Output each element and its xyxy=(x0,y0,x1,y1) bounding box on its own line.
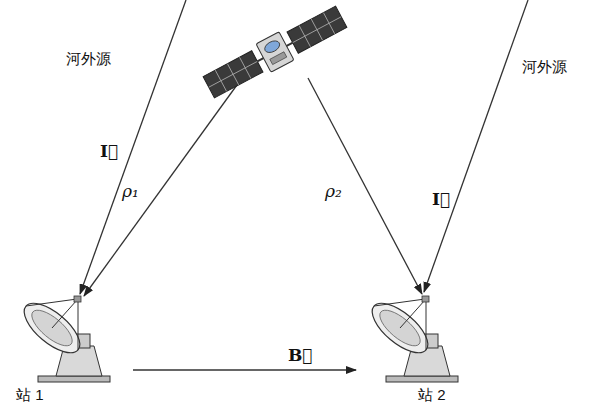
antenna-feed xyxy=(422,296,429,302)
vector-label: I⃗ xyxy=(432,188,450,210)
source-ray xyxy=(424,0,528,292)
antenna-dish xyxy=(16,295,87,362)
station-node: 站 1 xyxy=(8,290,133,404)
range-label: ρ₁ xyxy=(122,180,139,202)
antenna-strut xyxy=(26,299,77,306)
range-label: ρ₂ xyxy=(325,180,342,202)
antenna-strut xyxy=(426,300,427,350)
source-label: 河外源 xyxy=(522,58,567,76)
satellite-ray xyxy=(308,78,422,294)
satellite-icon xyxy=(201,3,348,102)
station-node: 站 2 xyxy=(356,290,481,404)
vector-label: I⃗ xyxy=(100,140,118,162)
antenna-base xyxy=(38,376,110,382)
antenna-dish xyxy=(364,295,435,362)
station-label: 站 1 xyxy=(16,386,44,403)
source-label: 河外源 xyxy=(66,50,111,68)
antenna-strut xyxy=(400,300,425,328)
antenna-strut xyxy=(374,299,425,306)
antenna-strut xyxy=(78,300,79,350)
antenna-feed xyxy=(74,296,81,302)
antenna-strut xyxy=(52,300,77,328)
satellite-ray xyxy=(84,78,242,296)
antenna-base xyxy=(386,376,458,382)
vector-label: B⃗ xyxy=(286,344,315,366)
source-ray xyxy=(80,0,186,294)
baseline-arrow xyxy=(133,369,356,370)
station-label: 站 2 xyxy=(418,386,446,403)
